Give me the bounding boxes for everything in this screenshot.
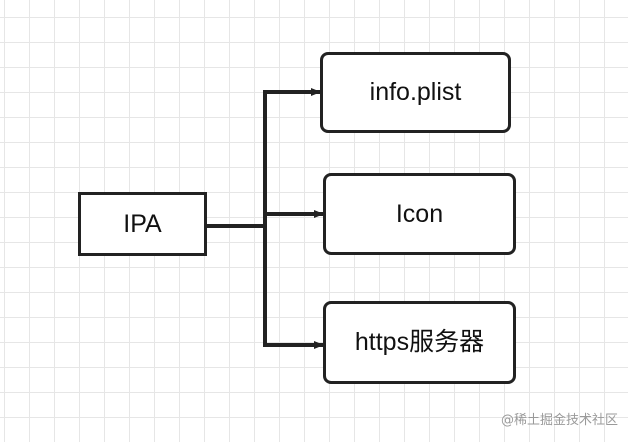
arrow-to-https-server <box>263 224 325 349</box>
watermark-text: @稀土掘金技术社区 <box>500 413 618 428</box>
arrow-to-info-plist <box>263 88 322 228</box>
icon-node: Icon <box>323 173 516 255</box>
ipa-node: IPA <box>78 192 207 256</box>
icon-node-label: Icon <box>395 199 444 228</box>
https-server-node: https服务器 <box>323 301 516 384</box>
https-server-node-label: https服务器 <box>354 328 485 356</box>
info-plist-node-label: info.plist <box>369 78 462 106</box>
arrow-to-icon <box>263 210 325 228</box>
ipa-node-label: IPA <box>123 209 162 238</box>
info-plist-node: info.plist <box>320 52 511 133</box>
